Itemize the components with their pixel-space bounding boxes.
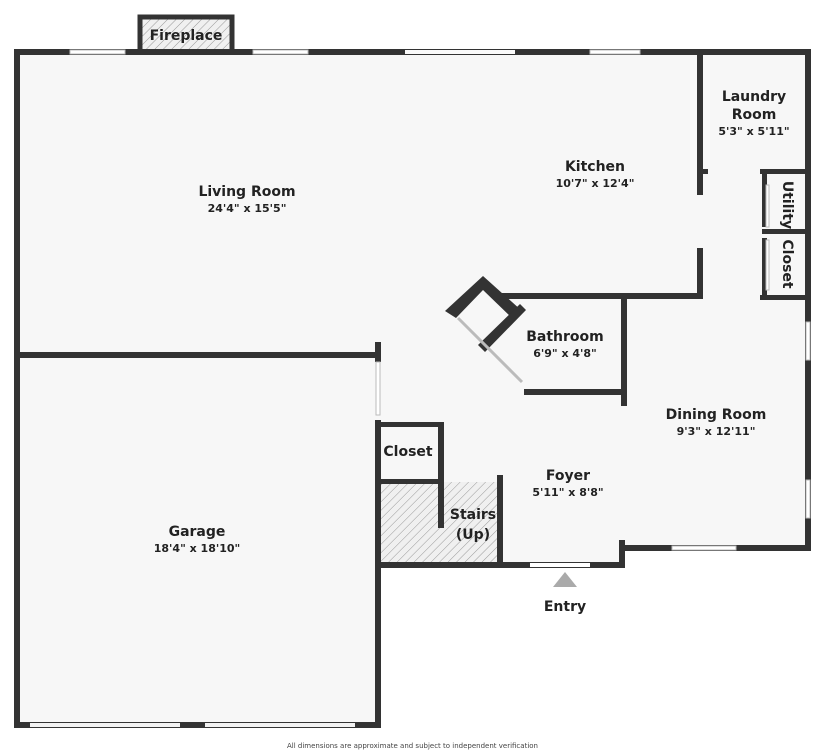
laundry-label-line1: Laundry	[722, 89, 786, 105]
dining-room-dims: 9'3" x 12'11"	[677, 425, 756, 438]
foyer-label: Foyer	[546, 468, 590, 484]
fireplace-label: Fireplace	[150, 28, 223, 44]
closet-right-label: Closet	[779, 239, 795, 289]
laundry-label-line2: Room	[732, 107, 777, 123]
garage-dims: 18'4" x 18'10"	[154, 542, 241, 555]
kitchen-dims: 10'7" x 12'4"	[556, 177, 635, 190]
closet-label: Closet	[383, 444, 433, 460]
living-room-dims: 24'4" x 15'5"	[208, 202, 287, 215]
windows	[30, 49, 811, 727]
bathroom-dims: 6'9" x 4'8"	[533, 347, 597, 360]
floor-area	[17, 52, 808, 725]
stairs-label-line2: (Up)	[456, 527, 490, 543]
garage-label: Garage	[169, 524, 226, 540]
living-room-label: Living Room	[198, 184, 295, 200]
bathroom-label: Bathroom	[526, 329, 604, 345]
kitchen-label: Kitchen	[565, 159, 625, 175]
stairs-label-line1: Stairs	[450, 507, 496, 523]
utility-label: Utility	[779, 181, 795, 229]
laundry-dims: 5'3" x 5'11"	[718, 125, 789, 138]
entry-marker	[553, 572, 577, 587]
disclaimer: All dimensions are approximate and subje…	[287, 742, 538, 750]
dining-room-label: Dining Room	[666, 407, 767, 423]
foyer-dims: 5'11" x 8'8"	[532, 486, 603, 499]
entry-label: Entry	[544, 599, 586, 615]
